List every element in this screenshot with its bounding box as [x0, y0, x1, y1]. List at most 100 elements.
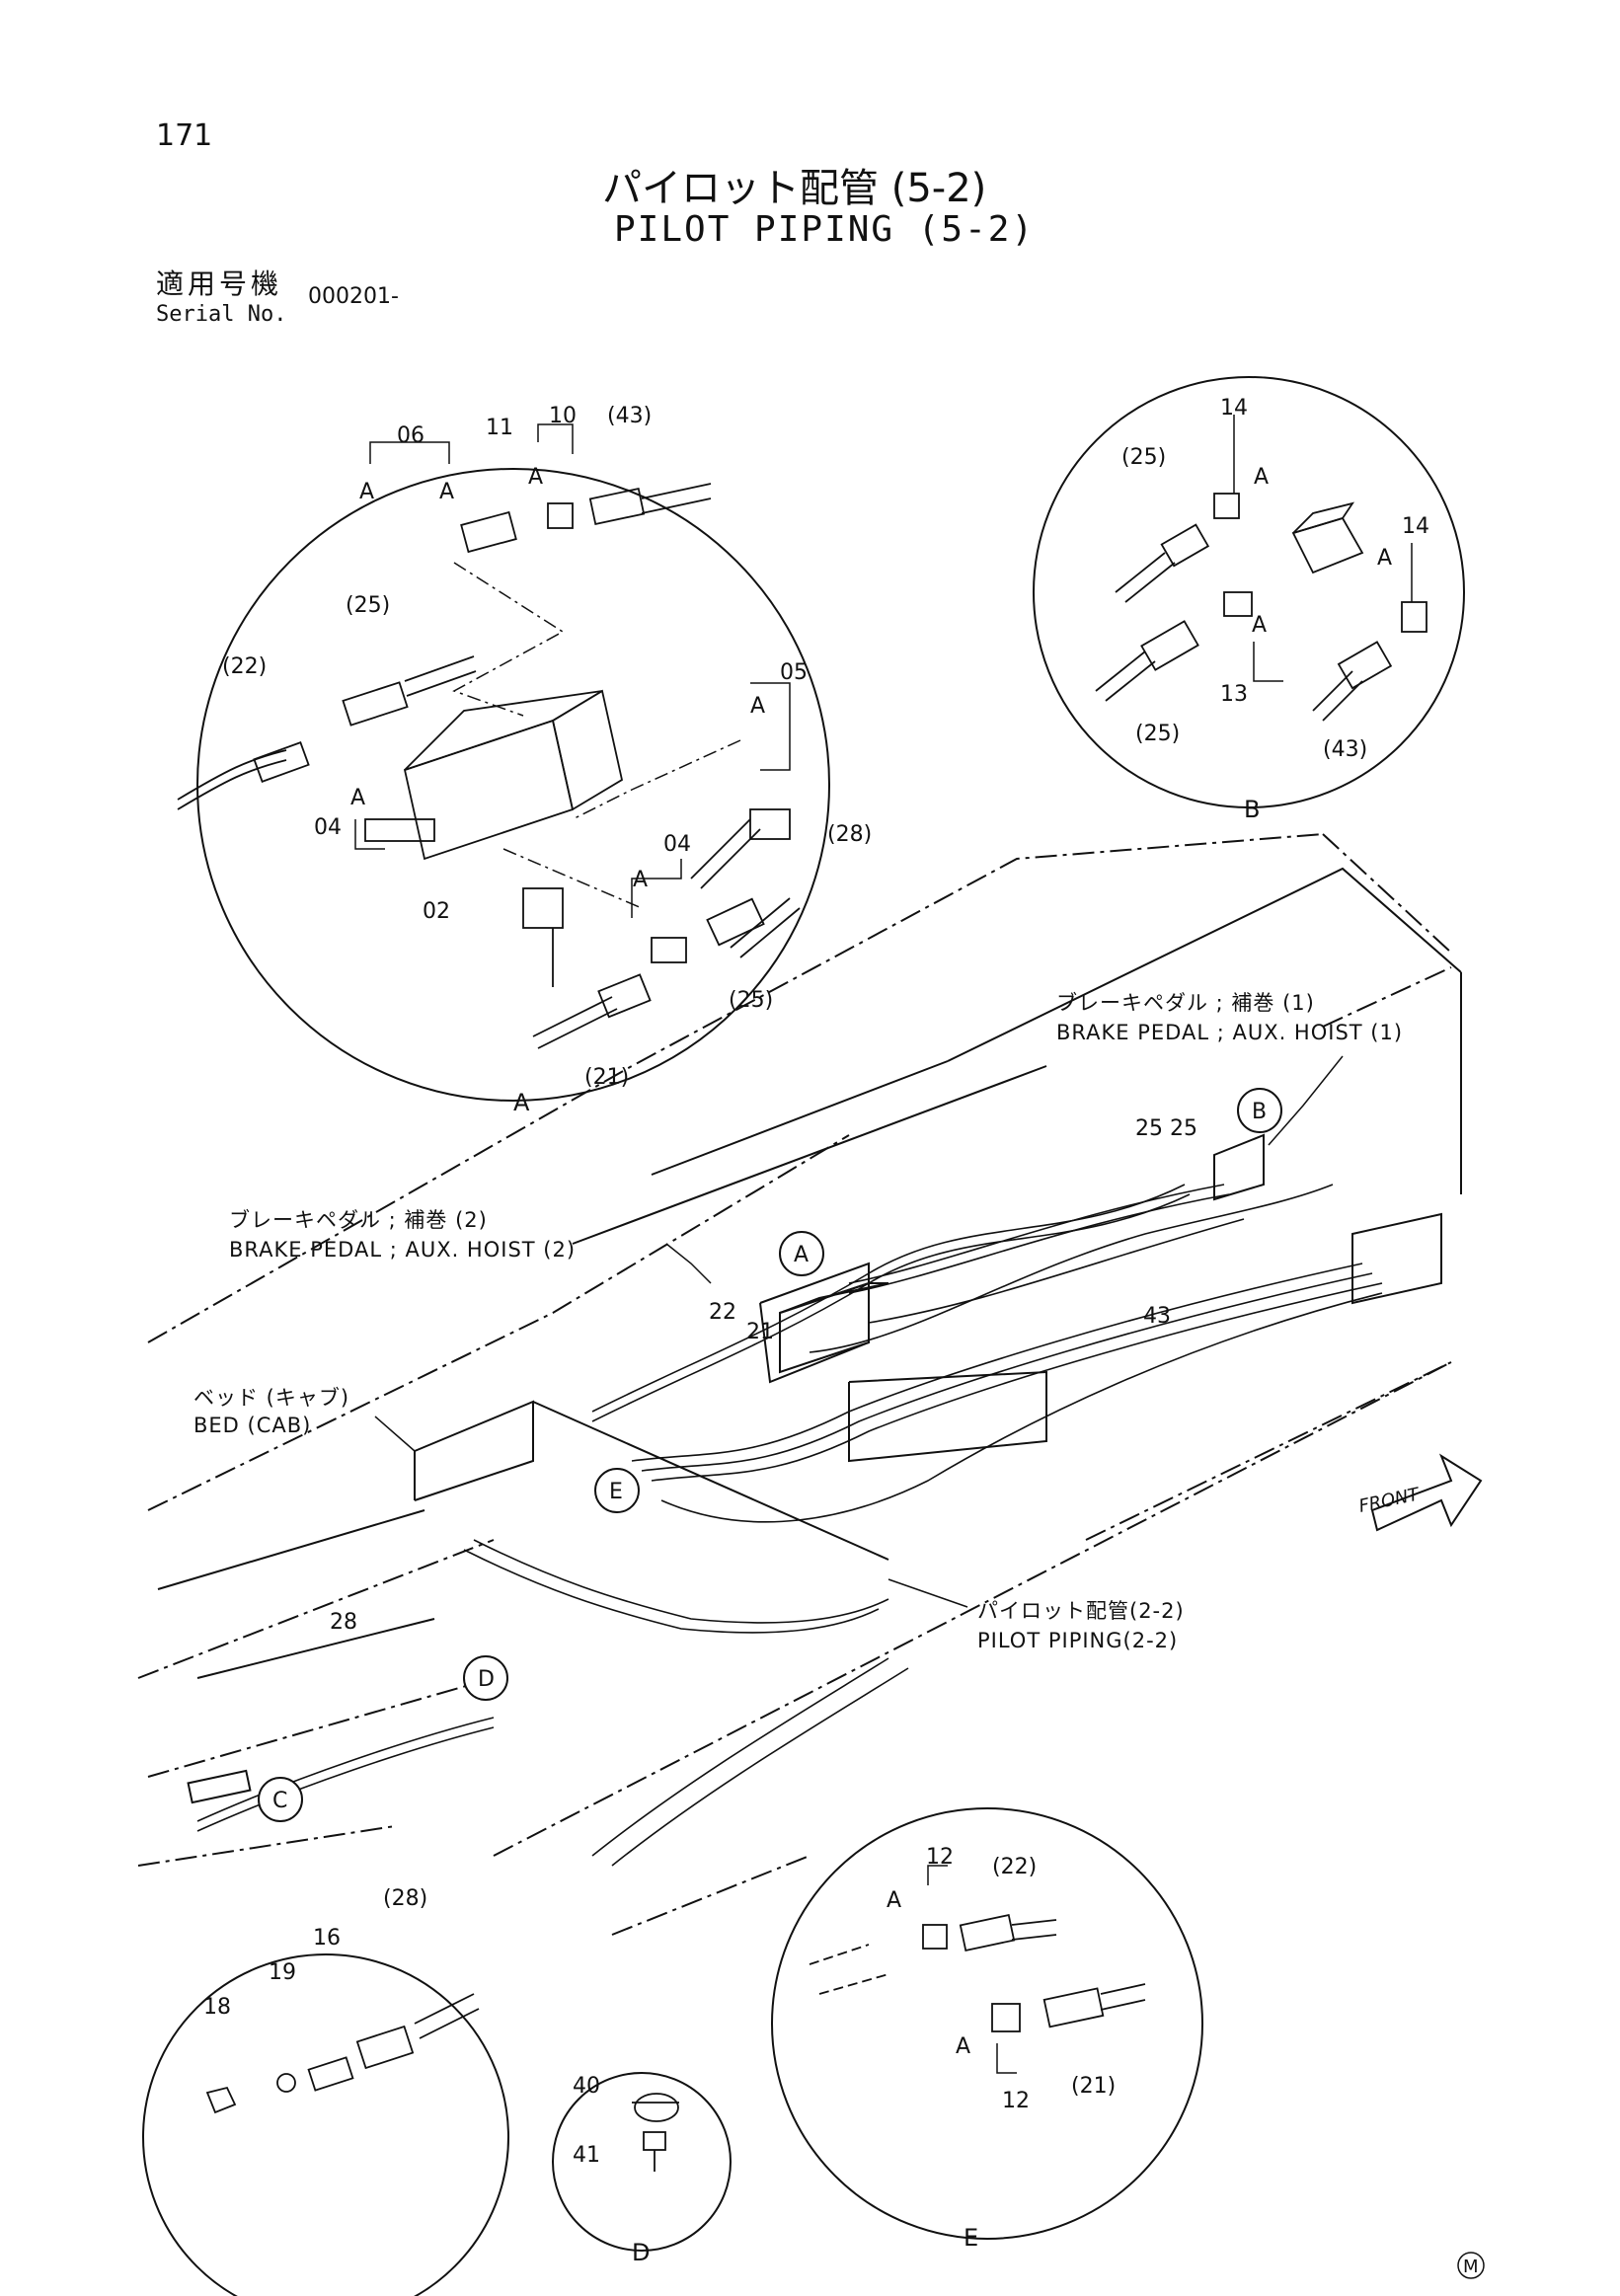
part-label: 18 — [203, 1995, 231, 2020]
bubble-b-letter: B — [1252, 1100, 1267, 1124]
bubble-markers: A B C D E — [258, 1088, 1282, 1822]
part-label: (25) — [346, 593, 390, 618]
main-label: 22 — [709, 1300, 736, 1325]
callout-leaders — [374, 1055, 1344, 1608]
bubble-e — [594, 1468, 640, 1513]
bubble-e-letter: E — [609, 1480, 623, 1504]
main-label: 43 — [1143, 1304, 1171, 1329]
bubble-a — [779, 1231, 824, 1276]
part-label: A — [887, 1888, 901, 1913]
part-label: 14 — [1402, 514, 1429, 539]
corner-mark-circle — [1457, 2252, 1485, 2279]
main-label: 28 — [330, 1610, 357, 1635]
part-label: A — [528, 465, 543, 490]
main-label: 25 — [1135, 1116, 1163, 1141]
part-label: (21) — [584, 1065, 629, 1090]
part-label: 14 — [1220, 396, 1248, 421]
detail-letters: A B C D E — [513, 796, 1260, 2266]
connector-block-right — [1351, 1212, 1442, 1305]
part-label: 13 — [1220, 682, 1248, 707]
part-label: 12 — [926, 1845, 954, 1870]
serial-label-english: Serial No. — [156, 302, 287, 327]
part-label: 06 — [397, 423, 424, 448]
detail-d-parts — [632, 2093, 679, 2172]
pilot-piping-2-2-jp: パイロット配管(2-2) — [977, 1599, 1185, 1623]
detail-c-parts — [205, 1993, 480, 2114]
brake-pedal-2-en: BRAKE PEDAL ; AUX. HOIST (2) — [229, 1238, 577, 1262]
title-english: PILOT PIPING (5-2) — [614, 209, 1036, 250]
part-label: 05 — [780, 660, 808, 685]
corner-mark: M — [1463, 2257, 1479, 2277]
part-label: A — [439, 480, 454, 504]
main-label: 25 — [1170, 1116, 1197, 1141]
front-label: FRONT — [1357, 1484, 1423, 1517]
detail-circle-b — [1033, 376, 1465, 808]
pilot-piping-2-2-en: PILOT PIPING(2-2) — [977, 1629, 1179, 1652]
part-label: 12 — [1002, 2089, 1030, 2113]
title-japanese: パイロット配管 (5-2) — [602, 166, 987, 211]
detail-a-parts — [177, 483, 801, 1049]
bubble-b — [1237, 1088, 1282, 1133]
detail-letter-d: D — [632, 2239, 650, 2266]
hose-end-c — [187, 1769, 252, 1804]
part-label: (28) — [827, 822, 872, 847]
detail-circle-d — [552, 2072, 732, 2252]
part-leaders — [354, 415, 1413, 2074]
part-label: 02 — [423, 899, 450, 924]
part-label: 10 — [549, 404, 577, 428]
part-label: A — [633, 868, 648, 892]
part-label: 41 — [573, 2143, 600, 2168]
bed-jp: ベッド (キャブ) — [193, 1386, 350, 1410]
detail-a-leaders — [452, 562, 741, 909]
part-label: (21) — [1071, 2074, 1116, 2099]
detail-circle-c — [142, 1953, 509, 2296]
detail-b-parts — [1095, 493, 1427, 722]
part-label: (22) — [222, 654, 267, 679]
part-label: 40 — [573, 2074, 600, 2099]
frame-outline — [137, 833, 1452, 1936]
part-label: (43) — [607, 404, 652, 428]
detail-e-parts — [809, 1914, 1146, 2032]
valve-b-body — [1213, 1133, 1265, 1201]
detail-letter-b: B — [1244, 796, 1260, 823]
part-label: (22) — [992, 1855, 1037, 1879]
part-label: A — [750, 694, 765, 719]
bubble-c-letter: C — [272, 1789, 287, 1813]
front-arrow — [1370, 1453, 1483, 1532]
valve-a-body — [779, 1281, 889, 1374]
detail-circle-a — [196, 468, 830, 1102]
part-label: A — [359, 480, 374, 504]
part-label: (25) — [1135, 722, 1180, 746]
part-label: (25) — [1121, 445, 1166, 470]
part-label: A — [1377, 546, 1392, 571]
frame-solid — [157, 867, 1462, 1679]
bubble-d-letter: D — [478, 1667, 495, 1692]
serial-label-japanese: 適用号機 — [156, 268, 283, 300]
detail-circle-e — [771, 1807, 1203, 2240]
part-label: (43) — [1323, 737, 1367, 762]
page-number: 171 — [156, 118, 213, 153]
part-label: A — [1252, 613, 1267, 638]
serial-value: 000201- — [308, 284, 399, 309]
bubble-d — [463, 1655, 508, 1701]
part-labels: 06 11 10 (43) A A A (25) (22) 05 A A 04 … — [203, 396, 1429, 2168]
bed-en: BED (CAB) — [193, 1414, 312, 1437]
pipe-bundle — [196, 1184, 1383, 1867]
part-label: A — [1254, 465, 1269, 490]
brake-pedal-2-jp: ブレーキペダル ; 補巻 (2) — [229, 1208, 488, 1232]
part-label: (25) — [729, 988, 773, 1013]
bubble-c — [258, 1777, 303, 1822]
part-label: 04 — [663, 832, 691, 857]
part-label: A — [956, 2034, 970, 2059]
part-label: 16 — [313, 1926, 341, 1951]
main-label: 21 — [746, 1320, 774, 1344]
part-label: (28) — [383, 1886, 427, 1911]
part-label: 19 — [269, 1960, 296, 1985]
bubble-a-letter: A — [794, 1243, 809, 1267]
part-label: 04 — [314, 815, 342, 840]
detail-letter-a: A — [513, 1089, 530, 1116]
part-label: A — [350, 786, 365, 810]
part-label: 11 — [486, 416, 513, 440]
brake-pedal-1-jp: ブレーキペダル ; 補巻 (1) — [1056, 991, 1315, 1015]
